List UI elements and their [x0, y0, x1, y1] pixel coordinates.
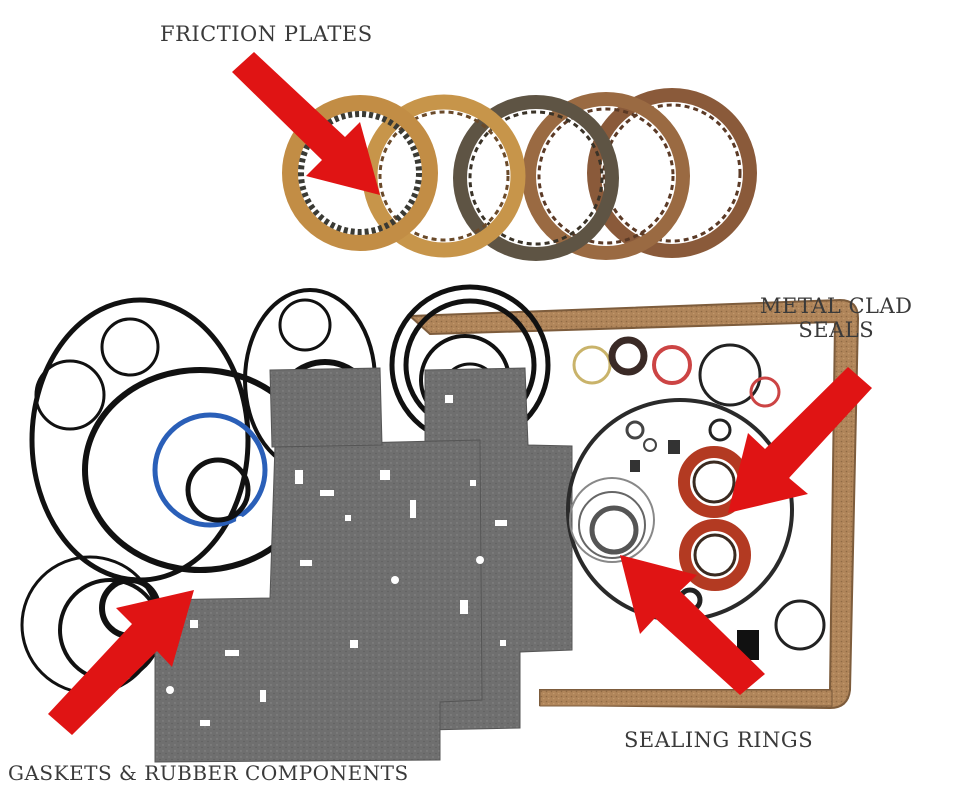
- label-friction-plates: FRICTION PLATES: [160, 22, 373, 46]
- friction-plate: [282, 95, 438, 251]
- arrow-sealing: [620, 555, 765, 695]
- friction-plate: [587, 88, 757, 258]
- label-gaskets: GASKETS & RUBBER COMPONENTS: [8, 761, 409, 785]
- arrow-metal-clad: [728, 367, 872, 513]
- label-metal-clad-line2: SEALS: [798, 318, 875, 343]
- friction-plate: [453, 95, 619, 261]
- label-sealing-rings: SEALING RINGS: [624, 728, 814, 752]
- separator-gaskets: [154, 367, 573, 763]
- friction-plate: [522, 92, 690, 260]
- label-metal-clad-seals: METAL CLAD SEALS: [760, 294, 913, 342]
- small-seals: [566, 336, 826, 660]
- friction-plates: [282, 88, 757, 261]
- metal-clad-seals: [678, 446, 751, 591]
- callout-arrows: [48, 52, 872, 735]
- label-metal-clad-line1: METAL CLAD: [760, 294, 913, 318]
- arrow-gaskets: [48, 590, 194, 735]
- arrow-friction: [232, 52, 380, 195]
